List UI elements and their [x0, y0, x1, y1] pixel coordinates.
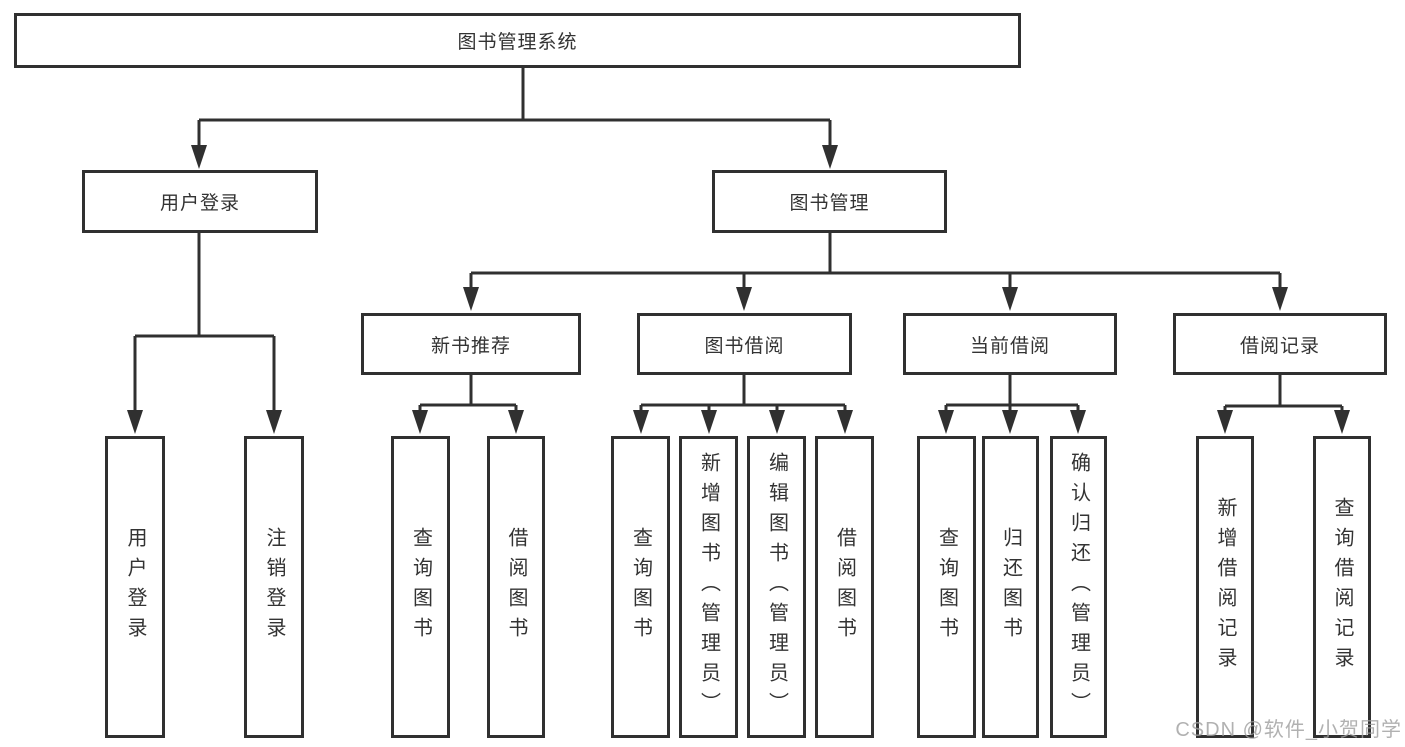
connector-borrow-record-split [1223, 375, 1344, 414]
arrowhead [1002, 287, 1018, 311]
leaf-borrow-books: 借阅图书 [815, 436, 874, 738]
leaf-user-login: 用户登录 [105, 436, 165, 738]
arrowhead [822, 145, 838, 169]
node-borrowing-records: 借阅记录 [1173, 313, 1387, 375]
arrowhead [701, 410, 717, 434]
arrowhead [127, 410, 143, 434]
leaf-label: 用户登录 [124, 527, 146, 647]
leaf-borrow-books-recommend: 借阅图书 [487, 436, 545, 738]
leaf-add-borrow-record: 新增借阅记录 [1196, 436, 1254, 738]
leaf-label: 借阅图书 [833, 527, 856, 647]
csdn-watermark: CSDN @软件_小贺同学 [1175, 719, 1402, 741]
node-user-login: 用户登录 [82, 170, 318, 233]
leaf-confirm-return-admin: 确认归还（管理员） [1050, 436, 1107, 738]
leaf-label: 注销登录 [263, 527, 285, 647]
arrowhead [463, 287, 479, 311]
arrowhead [1272, 287, 1288, 311]
connector-book-borrow-split [639, 375, 847, 414]
arrowhead [412, 410, 428, 434]
arrowhead [191, 145, 207, 169]
arrowhead [508, 410, 524, 434]
leaf-label: 新增图书（管理员） [697, 452, 720, 722]
arrowhead [633, 410, 649, 434]
node-book-borrowing: 图书借阅 [637, 313, 852, 375]
arrowhead [736, 287, 752, 311]
leaf-label: 查询借阅记录 [1331, 497, 1353, 677]
arrowhead [1217, 410, 1233, 434]
arrowhead [938, 410, 954, 434]
leaf-label: 归还图书 [999, 527, 1022, 647]
leaf-label: 查询图书 [409, 527, 432, 647]
node-new-book-recommendation: 新书推荐 [361, 313, 581, 375]
connector-new-book-split [418, 375, 518, 414]
leaf-label: 借阅图书 [505, 527, 527, 647]
leaf-label: 查询图书 [935, 527, 958, 647]
node-current-borrowing: 当前借阅 [903, 313, 1117, 375]
leaf-query-books-current: 查询图书 [917, 436, 976, 738]
arrowhead [1002, 410, 1018, 434]
leaf-query-books-recommend: 查询图书 [391, 436, 450, 738]
leaf-label: 编辑图书（管理员） [765, 452, 788, 722]
arrowhead [1334, 410, 1350, 434]
connector-current-borrow-split [944, 375, 1080, 414]
leaf-label: 查询图书 [629, 527, 652, 647]
arrowhead [837, 410, 853, 434]
connector-user-login-split [133, 233, 276, 414]
arrowhead [769, 410, 785, 434]
leaf-return-book: 归还图书 [982, 436, 1039, 738]
leaf-edit-book-admin: 编辑图书（管理员） [747, 436, 806, 738]
leaf-logout: 注销登录 [244, 436, 304, 738]
leaf-label: 新增借阅记录 [1214, 497, 1236, 677]
node-library-system: 图书管理系统 [14, 13, 1021, 68]
leaf-add-book-admin: 新增图书（管理员） [679, 436, 738, 738]
connector-root-split [197, 68, 832, 150]
leaf-query-books-borrow: 查询图书 [611, 436, 670, 738]
leaf-label: 确认归还（管理员） [1067, 452, 1090, 722]
arrowhead [1070, 410, 1086, 434]
connector-book-mgmt-split [469, 233, 1282, 291]
leaf-query-borrow-record: 查询借阅记录 [1313, 436, 1371, 738]
node-book-management: 图书管理 [712, 170, 947, 233]
arrowhead [266, 410, 282, 434]
